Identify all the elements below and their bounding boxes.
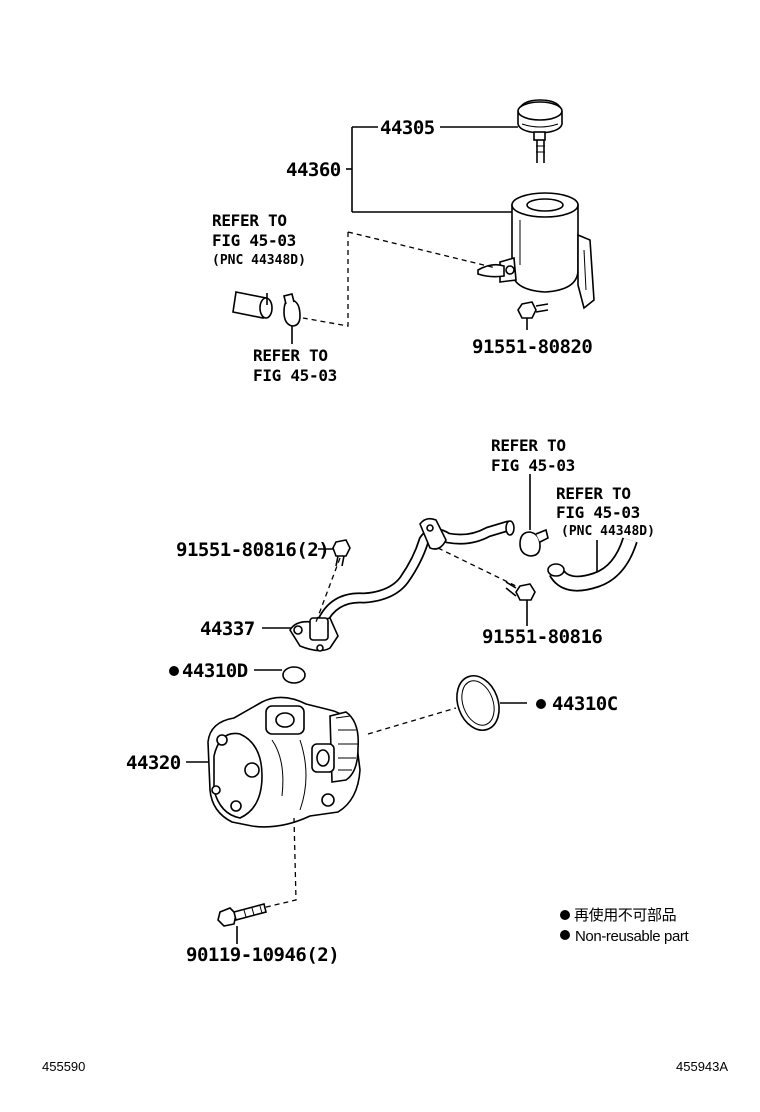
part-number-44310C: 44310C bbox=[552, 693, 618, 715]
refer-to-mid-hose-line2: FIG 45-03 bbox=[556, 503, 640, 522]
reservoir-hose-dashed-link bbox=[302, 231, 497, 327]
legend-japanese: 再使用不可部品 bbox=[574, 907, 676, 924]
bolt-90119-10946-illustration bbox=[217, 903, 267, 927]
refer-to-clamp-line1: REFER TO bbox=[253, 346, 328, 365]
refer-to-label-line2: FIG 45-03 bbox=[212, 231, 296, 250]
legend-bullet-english bbox=[560, 930, 570, 940]
o-ring-dashed-link bbox=[367, 707, 457, 735]
pressure-tube-illustration bbox=[289, 517, 515, 652]
reservoir-tank-illustration bbox=[477, 192, 595, 310]
refer-to-mid-hose-line1: REFER TO bbox=[556, 484, 631, 503]
refer-to-pnc: (PNC 44348D) bbox=[212, 253, 306, 268]
legend-english: Non-reusable part bbox=[575, 928, 689, 945]
part-number-44360: 44360 bbox=[286, 159, 341, 181]
footer-left-code: 455590 bbox=[42, 1059, 85, 1074]
mid-leaders bbox=[186, 474, 598, 944]
return-hose-illustration bbox=[232, 291, 273, 319]
refer-to-mid-hose-pnc: (PNC 44348D) bbox=[561, 524, 655, 539]
footer-right-code: 455943A bbox=[676, 1059, 728, 1074]
hose-clamp-illustration bbox=[283, 293, 301, 344]
non-reusable-bullet-44310c bbox=[536, 699, 546, 709]
mid-hose-clamp-illustration bbox=[519, 528, 549, 557]
o-ring-44310d-illustration bbox=[282, 666, 306, 684]
part-number-90119-10946-2: 90119-10946(2) bbox=[186, 944, 339, 966]
non-reusable-bullet-44310d bbox=[169, 666, 179, 676]
mid-suction-hose-illustration bbox=[547, 537, 638, 592]
refer-to-label-line1: REFER TO bbox=[212, 211, 287, 230]
pump-bolt-dashed-link bbox=[261, 817, 297, 909]
bolt-91551-80816-2-illustration bbox=[332, 539, 351, 567]
part-number-44320: 44320 bbox=[126, 752, 181, 774]
power-steering-pump-illustration bbox=[207, 696, 361, 828]
legend: 再使用不可部品 Non-reusable part bbox=[560, 907, 690, 945]
part-number-44337: 44337 bbox=[200, 618, 255, 640]
part-number-91551-80816-2: 91551-80816(2) bbox=[176, 539, 329, 561]
reservoir-cap-illustration bbox=[517, 99, 563, 163]
refer-to-clamp-line2: FIG 45-03 bbox=[253, 366, 337, 385]
bolt-91551-80816-illustration bbox=[505, 581, 536, 601]
part-number-44305: 44305 bbox=[380, 117, 435, 139]
refer-to-mid-clamp-line2: FIG 45-03 bbox=[491, 456, 575, 475]
legend-bullet-japanese bbox=[560, 910, 570, 920]
part-number-44310D: 44310D bbox=[182, 660, 248, 682]
o-ring-44310c-illustration bbox=[456, 675, 500, 731]
refer-to-mid-clamp-line1: REFER TO bbox=[491, 436, 566, 455]
bolt-91551-80820-illustration bbox=[517, 301, 549, 330]
part-number-91551-80820: 91551-80820 bbox=[472, 336, 592, 358]
part-number-91551-80816: 91551-80816 bbox=[482, 626, 602, 648]
reservoir-leaders bbox=[346, 126, 518, 213]
mid-dashed-links bbox=[315, 547, 521, 623]
